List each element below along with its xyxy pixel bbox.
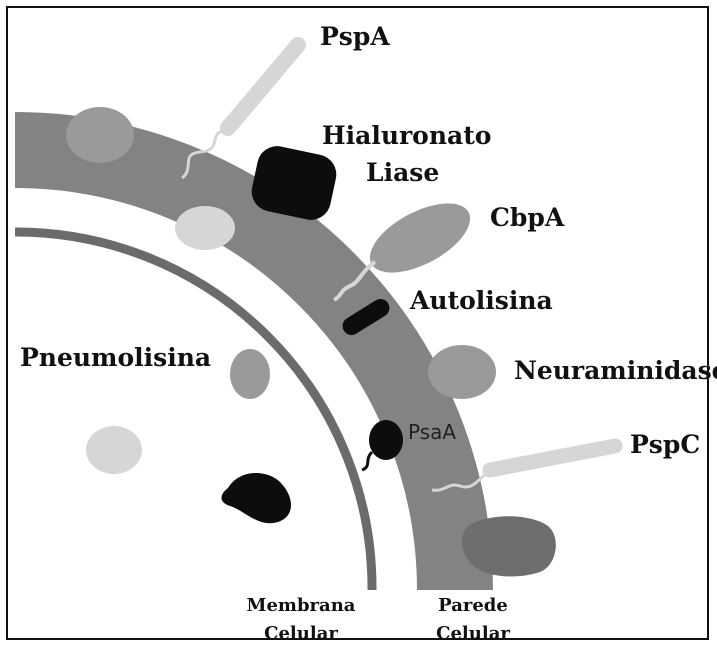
label-hialuronato-line1: Hialuronato <box>322 123 491 148</box>
wall-bottom-blob <box>462 516 556 576</box>
label-parede-line1: Parede <box>418 592 528 620</box>
label-hialuronato-line2: Liase <box>366 160 439 185</box>
label-parede-celular: Parede Celular <box>418 592 528 648</box>
label-neuraminidase: Neuraminidase <box>514 358 717 383</box>
label-membrana-celular: Membrana Celular <box>236 592 366 648</box>
pneumolisina-shape <box>86 349 291 523</box>
surface-protein-blob-left <box>66 107 134 163</box>
neuraminidase-shape <box>428 345 496 399</box>
label-cbpa: CbpA <box>490 205 564 230</box>
membrane-protein-blob <box>175 206 235 250</box>
label-psaa: PsaA <box>408 422 456 442</box>
cbpa-shape <box>334 189 481 300</box>
label-pneumolisina: Pneumolisina <box>20 345 211 370</box>
label-membrana-line1: Membrana <box>236 592 366 620</box>
label-autolisina: Autolisina <box>410 288 553 313</box>
label-pspa: PspA <box>320 24 390 49</box>
label-pspc: PspC <box>630 432 700 457</box>
